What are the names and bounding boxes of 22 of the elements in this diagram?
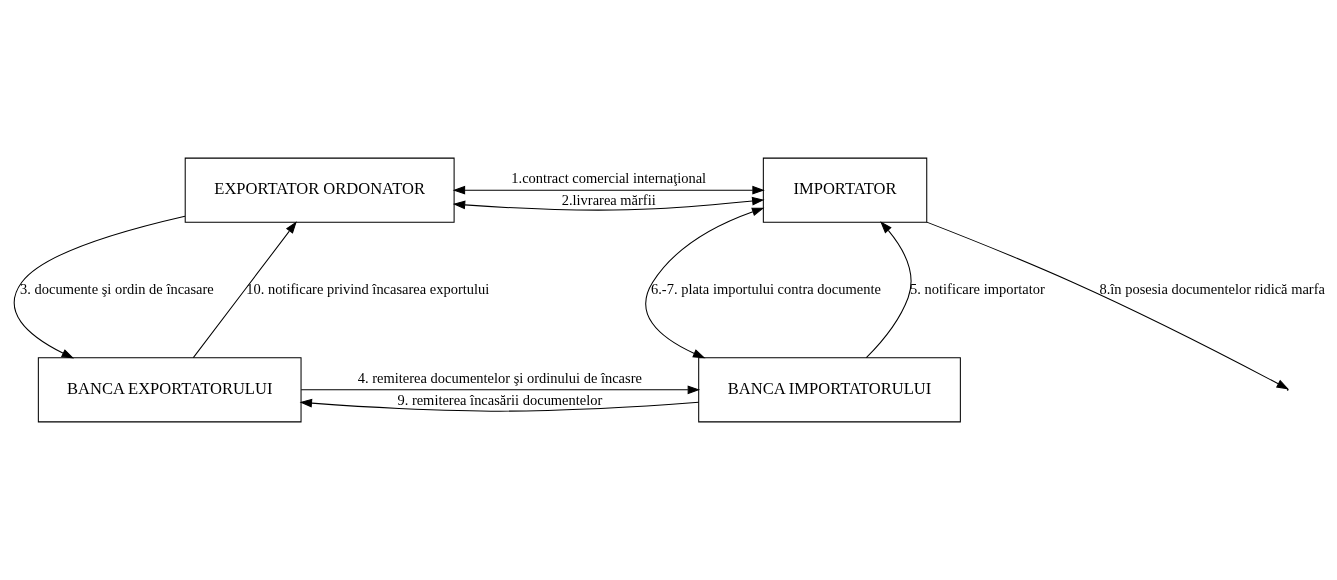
arrow (192, 221, 297, 359)
edge-label: 2.livrarea mărfii (561, 191, 656, 208)
edge-label: 5. notificare importator (910, 280, 1045, 297)
edge-label: 8.în posesia documentelor ridică marfa (1099, 280, 1325, 297)
arrow (299, 398, 700, 412)
edge-label: 3. documente şi ordin de încasare (20, 280, 214, 297)
edge-label: 4. remiterea documentelor şi ordinului de încasre (357, 369, 642, 386)
edge-label: 10. notificare privind încasarea exportului (246, 280, 490, 297)
arrow (865, 221, 912, 359)
arrow (452, 185, 765, 195)
arrow (13, 215, 186, 359)
node-box: EXPORTATOR ORDONATOR (184, 157, 455, 223)
node-box: IMPORTATOR (762, 157, 928, 223)
arrow (926, 221, 1289, 390)
node-box: BANCA IMPORTATORULUI (698, 357, 961, 423)
arrow (300, 385, 701, 395)
edge-label: 6.-7. plata importului contra documente (651, 280, 881, 297)
edge-label: 9. remiterea încasării documentelor (397, 391, 603, 408)
arrow (452, 196, 765, 211)
edge-label: 1.contract comercial internaţional (511, 170, 707, 187)
arrow (645, 207, 765, 359)
node-box: BANCA EXPORTATORULUI (37, 357, 302, 423)
